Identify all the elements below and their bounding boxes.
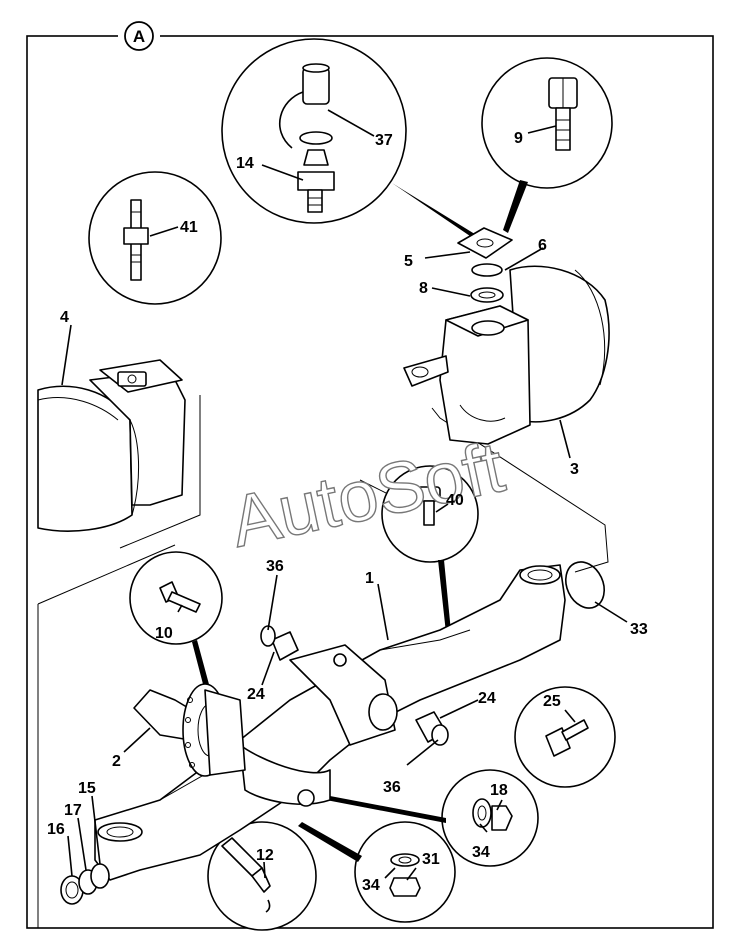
detail-circle-14-37	[221, 38, 407, 224]
section-badge-label: A	[133, 27, 145, 46]
callout-4: 4	[60, 309, 69, 326]
detail-circle-9	[481, 57, 613, 189]
callout-34-right: 34	[472, 844, 490, 861]
leader-lines	[61, 247, 628, 877]
bush-24-left	[260, 625, 299, 661]
callout-36-top: 36	[266, 558, 284, 575]
callout-18: 18	[490, 782, 508, 799]
callout-41: 41	[180, 219, 198, 236]
detail-circle-12	[207, 821, 317, 931]
diagram-frame	[26, 35, 714, 929]
callout-36-bottom: 36	[383, 779, 401, 796]
detail-circle-41	[88, 171, 222, 305]
callout-24-left: 24	[247, 686, 265, 703]
section-badge: A	[118, 21, 160, 51]
pointer-wedge-40	[438, 560, 452, 642]
pointer-wedge-14	[392, 183, 478, 236]
callout-10: 10	[155, 625, 173, 642]
right-hub-3	[403, 227, 610, 445]
pointer-wedge-18	[326, 796, 446, 823]
callout-5: 5	[404, 253, 413, 270]
callout-31: 31	[422, 851, 440, 868]
axle-beam-1	[94, 564, 566, 881]
callout-17: 17	[64, 802, 82, 819]
detail-circle-25	[514, 686, 616, 788]
callout-12: 12	[256, 847, 274, 864]
o-ring-33	[564, 561, 606, 609]
callout-14: 14	[236, 155, 254, 172]
detail-circle-18-34	[441, 769, 539, 867]
callout-34-left: 34	[362, 877, 380, 894]
seal-stack-15-16-17	[60, 863, 110, 905]
left-hub-4	[37, 359, 186, 532]
callout-labels: 41 37 14 9 5 6 8 4 3 40 36 1 33 10 24 24…	[47, 130, 648, 894]
callout-1: 1	[365, 570, 374, 587]
pointer-wedge-9	[503, 180, 528, 233]
pointer-wedge-10	[192, 640, 210, 688]
callout-6: 6	[538, 237, 547, 254]
callout-33: 33	[630, 621, 648, 638]
callout-24-right: 24	[478, 690, 496, 707]
detail-circle-10	[129, 551, 223, 645]
bush-24-right	[415, 711, 449, 746]
detail-circle-40	[381, 465, 479, 563]
callout-15: 15	[78, 780, 96, 797]
callout-3: 3	[570, 461, 579, 478]
diff-flange-2	[133, 683, 246, 777]
callout-40: 40	[446, 492, 464, 509]
callout-25: 25	[543, 693, 561, 710]
callout-37: 37	[375, 132, 393, 149]
callout-8: 8	[419, 280, 428, 297]
callout-2: 2	[112, 753, 121, 770]
detail-circle-31-34	[354, 821, 456, 923]
callout-9: 9	[514, 130, 523, 147]
callout-16: 16	[47, 821, 65, 838]
pointer-wedge-31	[298, 822, 362, 862]
